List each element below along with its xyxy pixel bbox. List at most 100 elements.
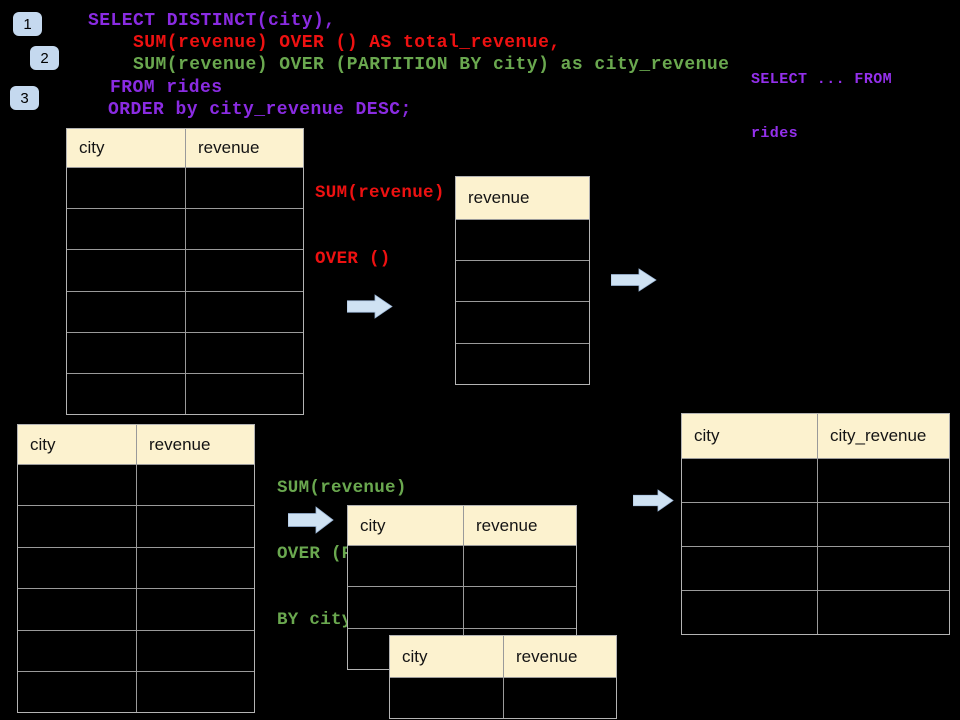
table-cell	[818, 547, 949, 590]
total-revenue-result-table: revenue	[455, 176, 590, 385]
table-header-row: city revenue	[348, 506, 576, 545]
table-cell	[818, 591, 949, 634]
table-cell	[464, 587, 576, 627]
step-badge-1: 1	[13, 12, 42, 36]
table-cell	[18, 547, 137, 589]
table-cell	[18, 630, 137, 671]
column-header-revenue: revenue	[516, 646, 578, 666]
table-row	[67, 208, 303, 250]
table-row	[456, 301, 589, 342]
table-row	[348, 545, 576, 587]
table-row	[682, 546, 949, 590]
table-cell	[456, 302, 589, 342]
flow-arrow-icon	[633, 489, 674, 512]
flow-arrow-icon	[611, 268, 657, 292]
column-header-city: city	[18, 425, 137, 464]
table-cell	[682, 547, 818, 590]
table-cell	[818, 459, 949, 502]
table-cell	[186, 168, 303, 208]
table-row	[456, 219, 589, 260]
column-header-revenue: revenue	[468, 188, 530, 207]
table-cell	[67, 250, 186, 291]
table-cell	[18, 506, 137, 547]
partition-overlay-table: city revenue	[389, 635, 617, 719]
table-cell	[137, 589, 254, 629]
table-cell	[682, 459, 818, 502]
table-cell	[137, 631, 254, 671]
column-header-city: city	[348, 506, 464, 545]
table-row	[18, 505, 254, 547]
table-row	[18, 464, 254, 506]
table-cell	[682, 503, 818, 546]
table-cell	[186, 292, 303, 332]
total-revenue-annotation: SUM(revenue) OVER ()	[315, 138, 445, 292]
table-cell	[18, 671, 137, 713]
table-row	[682, 502, 949, 546]
table-row	[18, 629, 254, 671]
table-cell	[186, 333, 303, 373]
side-note-select-from: SELECT ... FROM rides	[751, 35, 892, 161]
table-cell	[67, 291, 186, 332]
column-header-city: city	[67, 129, 186, 167]
column-header-city_revenue: city_revenue	[830, 426, 927, 445]
table-row	[682, 458, 949, 502]
table-header-row: city revenue	[67, 129, 303, 167]
table-row	[18, 546, 254, 589]
sql-code-line-order: ORDER by city_revenue DESC;	[108, 100, 412, 120]
table-cell	[186, 209, 303, 249]
table-row	[390, 677, 616, 718]
table-cell	[67, 168, 186, 209]
city-revenue-result-table: city city_revenue	[681, 413, 950, 635]
table-cell	[137, 548, 254, 588]
sql-code-line-total: SUM(revenue) OVER () AS total_revenue,	[133, 33, 561, 53]
table-cell	[67, 332, 186, 373]
table-cell	[818, 503, 949, 546]
side-note-line: rides	[751, 125, 799, 142]
flow-arrow-icon	[347, 294, 393, 319]
table-cell	[67, 373, 186, 415]
table-cell	[18, 589, 137, 630]
table-cell	[67, 209, 186, 250]
annotation-line: SUM(revenue)	[315, 183, 445, 203]
step-badge-3: 3	[10, 86, 39, 110]
annotation-line: OVER ()	[315, 249, 391, 269]
table-header-row: city revenue	[18, 425, 254, 464]
table-cell	[456, 344, 589, 384]
table-header-row: revenue	[456, 177, 589, 219]
sql-code-line-partition: SUM(revenue) OVER (PARTITION BY city) as…	[133, 55, 730, 75]
annotation-line: SUM(revenue)	[277, 478, 407, 498]
table-row	[348, 586, 576, 628]
column-header-revenue: revenue	[149, 434, 211, 454]
table-cell	[456, 261, 589, 301]
flow-arrow-icon	[288, 506, 334, 534]
table-row	[18, 670, 254, 713]
table-cell	[390, 678, 504, 718]
table-cell	[348, 546, 464, 587]
table-row	[18, 588, 254, 630]
table-cell	[348, 587, 464, 628]
table-row	[456, 342, 589, 384]
column-header-city: city	[682, 414, 818, 458]
column-header-revenue: revenue	[198, 138, 260, 157]
column-header-revenue: revenue	[476, 515, 538, 535]
table-row	[682, 590, 949, 634]
column-header-city: city	[390, 636, 504, 677]
table-cell	[186, 250, 303, 290]
table-cell	[456, 220, 589, 260]
table-cell	[682, 591, 818, 634]
side-note-line: SELECT ... FROM	[751, 71, 893, 88]
table-cell	[186, 374, 303, 414]
table-row	[67, 372, 303, 415]
sql-code-line-from: FROM rides	[110, 78, 223, 98]
table-row	[456, 260, 589, 301]
table-cell	[18, 465, 137, 506]
table-row	[67, 167, 303, 209]
table-header-row: city revenue	[390, 636, 616, 677]
table-cell	[137, 506, 254, 546]
table-cell	[464, 546, 576, 586]
source-table-bottom: city revenue	[17, 424, 255, 714]
table-header-row: city city_revenue	[682, 414, 949, 458]
table-row	[67, 290, 303, 332]
table-cell	[137, 465, 254, 505]
